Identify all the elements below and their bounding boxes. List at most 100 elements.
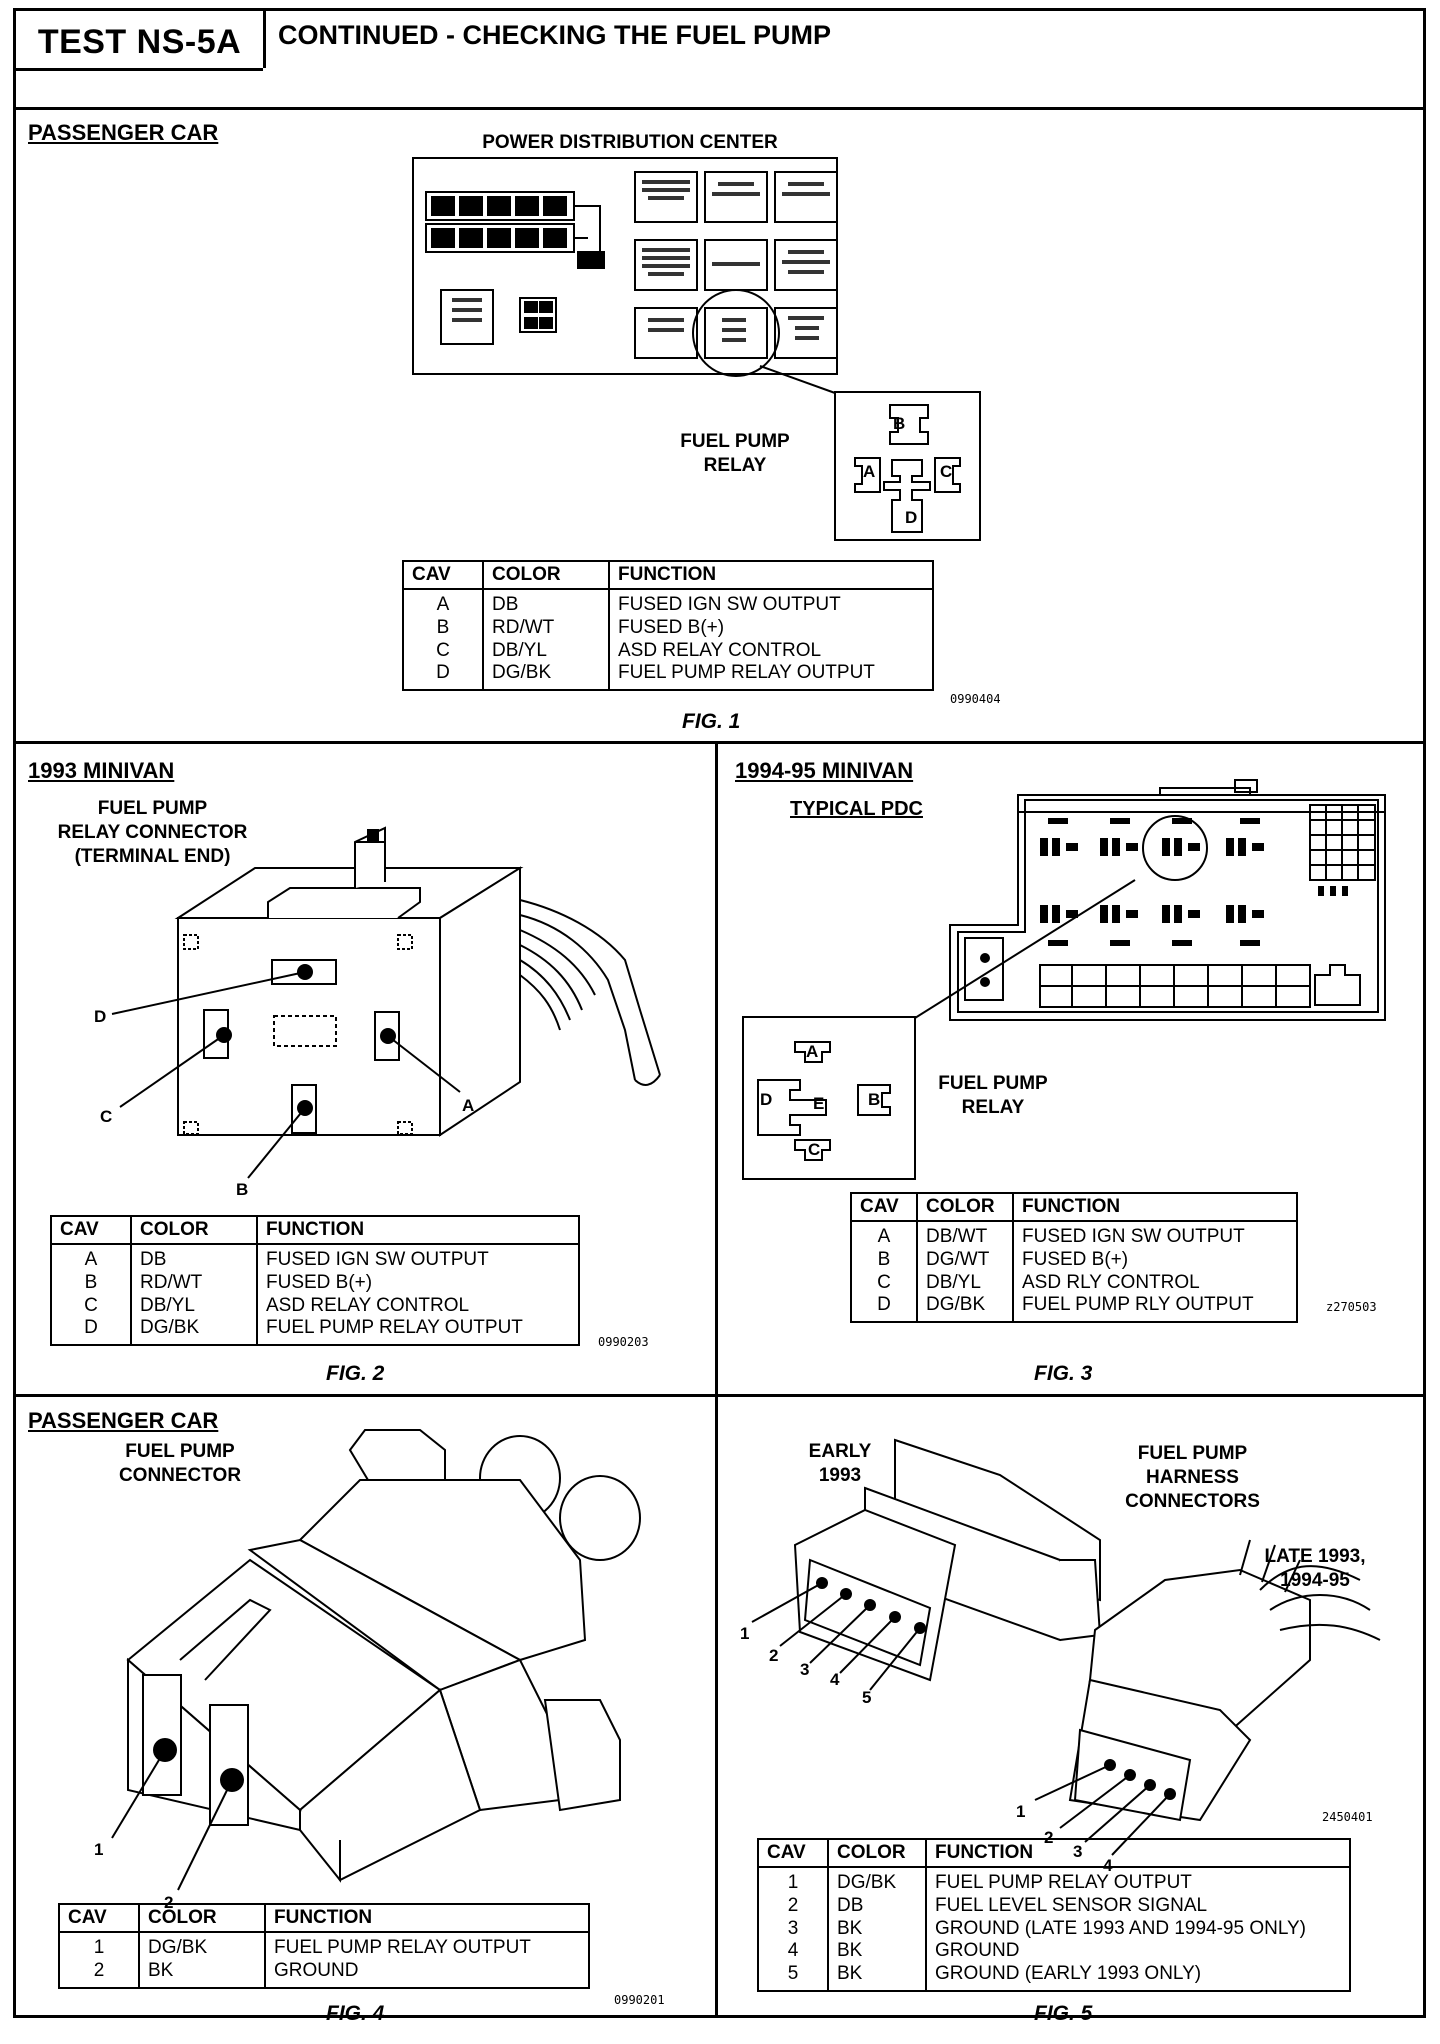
fig3-pin-a: A	[806, 1042, 819, 1061]
cell-cav: B	[402, 616, 484, 640]
col-cav: CAV	[402, 560, 484, 590]
cell-function: FUSED IGN SW OUTPUT	[608, 589, 934, 617]
cell-color: BK	[827, 1963, 927, 1992]
cell-color: DG/BK	[827, 1867, 927, 1895]
fig2-pin-a: A	[462, 1096, 475, 1115]
cell-color: BK	[827, 1917, 927, 1941]
col-cav: CAV	[757, 1838, 829, 1868]
fig5-early-pin-3: 3	[800, 1660, 810, 1679]
fig5-late-label: LATE 1993, 1994-95	[1264, 1546, 1366, 1591]
fig2-code: 0990203	[598, 1335, 649, 1349]
cell-color: DB	[827, 1894, 927, 1918]
cell-color: DB/YL	[482, 639, 610, 663]
fig1-code: 0990404	[950, 692, 1001, 706]
page-frame	[13, 8, 1426, 2018]
cell-cav: A	[402, 589, 484, 617]
fig5-late-pin-2: 2	[1044, 1828, 1054, 1847]
cell-color: DB/YL	[916, 1271, 1014, 1295]
cell-function: FUSED IGN SW OUTPUT	[256, 1244, 580, 1272]
cell-cav: A	[50, 1244, 132, 1272]
header-vertical-divider	[263, 8, 266, 68]
cell-function: GROUND	[925, 1940, 1351, 1964]
fig4-connector-label: FUEL PUMP CONNECTOR	[118, 1441, 242, 1486]
fig1-section-title: PASSENGER CAR	[28, 120, 219, 145]
fig1-pin-b: B	[893, 414, 906, 433]
fig4-pin-1: 1	[94, 1840, 104, 1859]
cell-color: DB	[130, 1244, 258, 1272]
cell-function: GROUND (EARLY 1993 ONLY)	[925, 1963, 1351, 1992]
cell-function: FUEL PUMP RELAY OUTPUT	[256, 1317, 580, 1347]
cell-color: DG/BK	[138, 1932, 266, 1960]
fig5-harness-label: FUEL PUMP HARNESS CONNECTORS	[1125, 1443, 1260, 1512]
fig4-code: 0990201	[614, 1993, 665, 2007]
relay-connector-diagram	[111, 826, 661, 1179]
col-color: COLOR	[138, 1903, 266, 1933]
fig2-section-title: 1993 MINIVAN	[28, 758, 175, 783]
cell-function: FUEL PUMP RELAY OUTPUT	[264, 1932, 590, 1960]
fig5-early-pin-2: 2	[769, 1646, 779, 1665]
cell-cav: C	[850, 1271, 918, 1295]
fig5-code: 2450401	[1322, 1810, 1373, 1824]
fig3-subtitle: TYPICAL PDC	[790, 798, 923, 820]
cell-color: DG/BK	[130, 1317, 258, 1347]
cell-function: FUEL PUMP RELAY OUTPUT	[925, 1867, 1351, 1895]
fig3-relay-label: FUEL PUMP RELAY	[938, 1073, 1048, 1118]
fig4-caption: FIG. 4	[326, 2002, 385, 2025]
cell-cav: B	[50, 1271, 132, 1295]
cell-cav: D	[402, 662, 484, 692]
cell-color: DG/BK	[482, 662, 610, 692]
cell-color: BK	[138, 1959, 266, 1989]
cell-cav: 4	[757, 1940, 829, 1964]
cell-cav: 1	[757, 1867, 829, 1895]
pdc-title: POWER DISTRIBUTION CENTER	[482, 132, 778, 153]
cell-function: ASD RLY CONTROL	[1012, 1271, 1298, 1295]
fig3-pin-c: C	[808, 1140, 821, 1159]
cell-function: FUSED B(+)	[1012, 1248, 1298, 1272]
fig5-early-pin-4: 4	[830, 1670, 840, 1689]
fig1-pin-c: C	[940, 462, 953, 481]
test-label: TEST NS-5A	[37, 22, 242, 61]
fig1-relay-label: FUEL PUMP RELAY	[680, 431, 790, 476]
fig5-caption: FIG. 5	[1034, 2002, 1093, 2025]
cell-function: GROUND (LATE 1993 AND 1994-95 ONLY)	[925, 1917, 1351, 1941]
fig2-caption: FIG. 2	[326, 1362, 385, 1385]
col-function: FUNCTION	[264, 1903, 590, 1933]
cell-function: FUEL PUMP RELAY OUTPUT	[608, 662, 934, 692]
fig1-pin-a: A	[863, 462, 876, 481]
pdc-diagram	[412, 157, 981, 541]
fig3-pin-d: D	[760, 1090, 773, 1109]
col-cav: CAV	[58, 1903, 140, 1933]
cell-function: ASD RELAY CONTROL	[608, 639, 934, 663]
fig2-connector-label: FUEL PUMP RELAY CONNECTOR (TERMINAL END)	[57, 798, 248, 867]
cell-function: FUSED IGN SW OUTPUT	[1012, 1221, 1298, 1249]
column-divider	[715, 741, 718, 2018]
test-box-bottom	[13, 68, 263, 71]
cell-color: BK	[827, 1940, 927, 1964]
cell-function: FUEL PUMP RLY OUTPUT	[1012, 1294, 1298, 1324]
cell-cav: 1	[58, 1932, 140, 1960]
col-function: FUNCTION	[608, 560, 934, 590]
fig5-early-pin-5: 5	[862, 1688, 872, 1707]
